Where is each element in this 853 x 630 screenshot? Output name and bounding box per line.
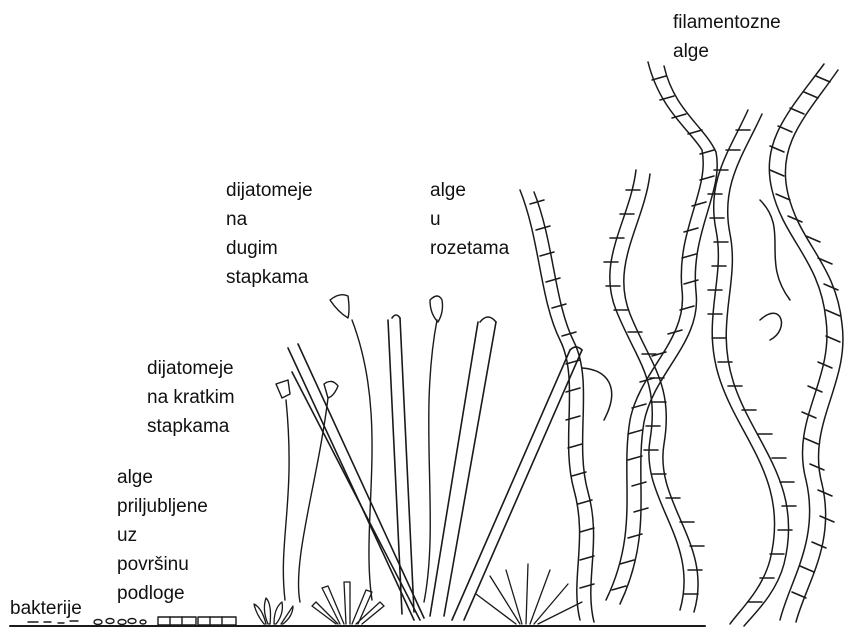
small-rosette (312, 582, 384, 624)
label-rosette-algae: alge u rozetama (430, 176, 509, 263)
label-bacteria: bakterije (10, 594, 82, 623)
rosette-algae (288, 315, 582, 620)
filamentous-algae (520, 62, 843, 626)
short-stalk-diatoms (276, 380, 338, 602)
label-long-stalk-diatoms: dijatomeje na dugim stapkama (226, 176, 313, 292)
base-rosette-right (476, 564, 582, 624)
adnate-algae-group (158, 617, 236, 625)
label-filamentous-algae: filamentozne alge (673, 8, 781, 66)
label-short-stalk-diatoms: dijatomeje na kratkim stapkama (147, 354, 235, 441)
label-adnate-algae: alge priljubljene uz površinu podloge (117, 463, 208, 608)
small-diatom-clump (254, 598, 293, 624)
